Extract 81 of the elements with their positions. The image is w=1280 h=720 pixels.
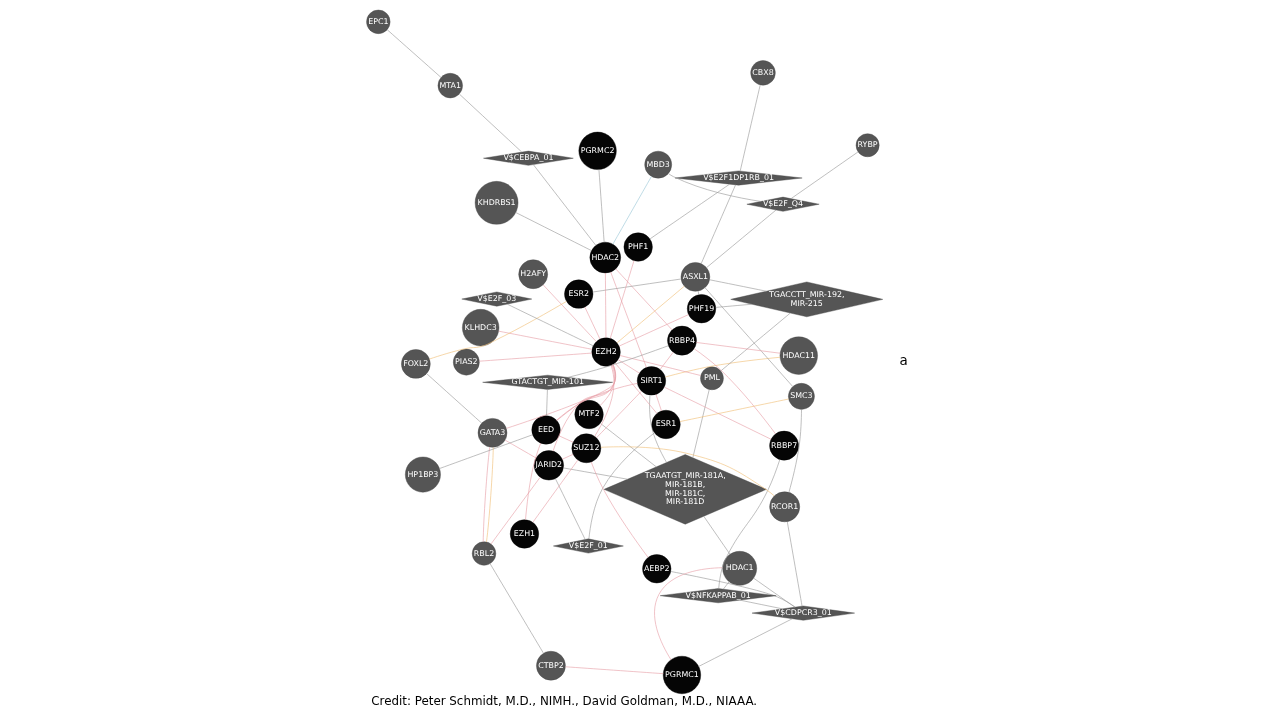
connector <box>663 386 771 440</box>
connector <box>561 453 573 460</box>
connector <box>715 303 752 308</box>
connector <box>695 342 780 354</box>
connector <box>505 364 616 429</box>
connector <box>703 516 730 555</box>
connector <box>697 290 699 295</box>
connector <box>532 164 596 246</box>
connector <box>506 303 594 347</box>
connector <box>679 398 789 422</box>
connector <box>614 362 657 414</box>
connector <box>593 365 614 437</box>
connector <box>708 279 767 292</box>
connector <box>438 434 533 469</box>
connector <box>599 423 657 468</box>
label: a <box>899 353 908 369</box>
connector <box>458 93 522 153</box>
connector <box>562 467 628 480</box>
connector <box>595 390 642 439</box>
connector <box>588 432 655 540</box>
connector <box>524 442 541 520</box>
connector <box>567 345 669 378</box>
connector <box>554 478 585 540</box>
connector <box>788 409 802 493</box>
connector <box>532 459 578 523</box>
connector <box>692 389 710 458</box>
connector <box>598 169 604 243</box>
connector <box>659 351 674 370</box>
connector <box>722 581 729 590</box>
connector <box>552 364 616 452</box>
connector <box>590 461 648 558</box>
connector <box>386 29 441 78</box>
connector <box>618 314 689 347</box>
connector <box>592 278 681 293</box>
connector <box>697 618 793 667</box>
connector <box>655 394 662 412</box>
connector <box>564 666 664 674</box>
connector <box>604 272 606 339</box>
connector <box>614 268 672 331</box>
connector <box>485 447 494 543</box>
connector <box>705 209 776 268</box>
connector <box>739 84 760 172</box>
connector <box>739 599 783 610</box>
connector <box>545 389 548 416</box>
connector <box>555 383 638 421</box>
connector <box>478 352 592 362</box>
connector <box>489 563 544 654</box>
connector <box>790 151 858 199</box>
connector <box>670 571 795 608</box>
connector <box>664 356 780 378</box>
connector <box>609 271 647 368</box>
connector <box>700 184 736 264</box>
connector <box>584 306 600 340</box>
connector <box>693 348 776 435</box>
connector <box>556 364 616 421</box>
connector <box>482 446 490 543</box>
connector <box>497 330 592 350</box>
caption: Credit: Peter Schmidt, M.D., NIMH., David Goldman, M.D., NIAAA. <box>370 693 757 708</box>
connector <box>612 176 652 245</box>
connector <box>653 567 723 661</box>
connector <box>667 173 761 202</box>
connector <box>619 355 701 376</box>
connector <box>425 373 482 424</box>
connector <box>600 446 774 497</box>
connector <box>717 459 780 589</box>
connector <box>616 285 685 344</box>
connector <box>617 359 640 374</box>
connector <box>490 477 540 545</box>
connector <box>648 394 667 463</box>
connector <box>720 312 790 372</box>
connector <box>504 439 536 459</box>
connector <box>599 364 615 406</box>
connector <box>428 301 567 360</box>
connector <box>752 577 795 608</box>
connector <box>542 284 597 342</box>
connector <box>649 183 730 240</box>
connector <box>704 287 793 387</box>
connector <box>786 521 802 607</box>
connector <box>515 212 592 251</box>
connector <box>558 435 573 443</box>
connector <box>609 260 634 339</box>
